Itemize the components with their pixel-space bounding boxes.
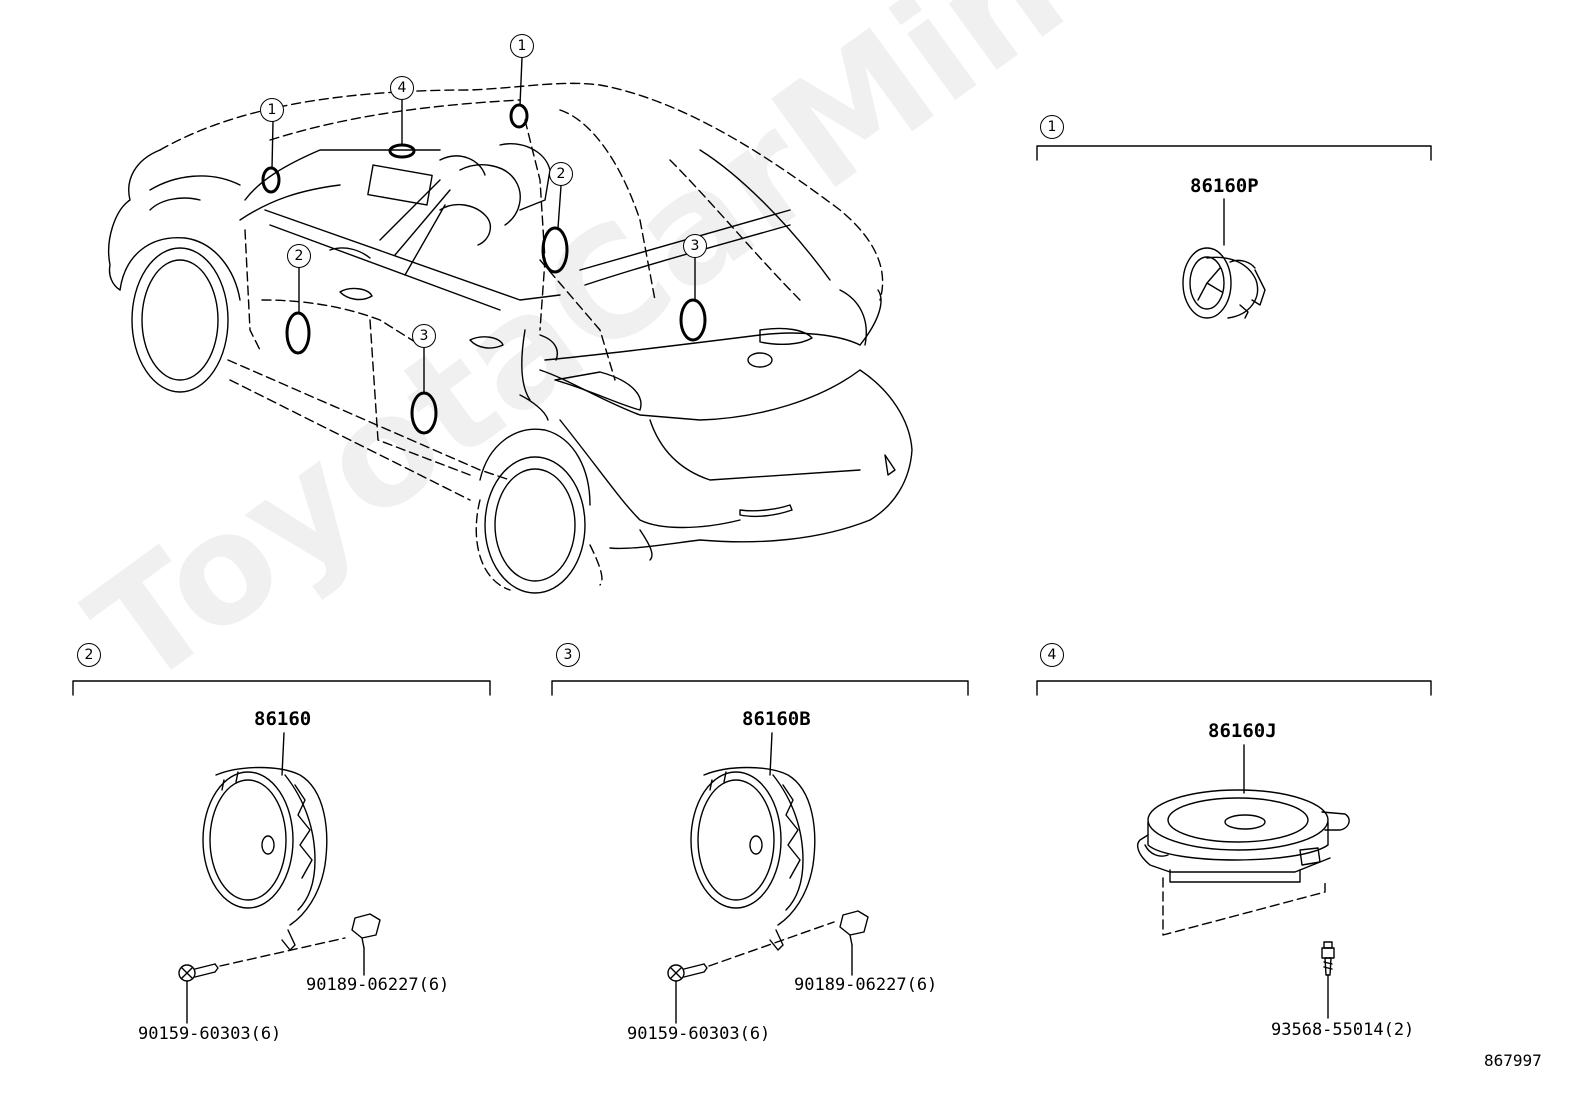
dash-speaker-drawing [1137,744,1350,1019]
callout-1-left: 1 [260,98,284,122]
drawing-id: 867997 [1484,1051,1542,1070]
callout-3-front: 3 [412,324,436,348]
clip-part-number: 90189-06227(6) [794,975,938,995]
part-number-86160B: 86160B [742,708,811,730]
car-illustration [108,57,913,594]
group-2-ref: 2 [77,643,101,667]
callout-3-rear: 3 [683,234,707,258]
group-3-ref: 3 [556,643,580,667]
clip-part-number: 90189-06227(6) [306,975,450,995]
part-number-86160: 86160 [254,708,312,730]
part-number-86160J: 86160J [1208,720,1277,742]
callout-4: 4 [390,76,414,100]
screw-part-number: 93568-55014(2) [1271,1020,1415,1040]
callout-1-right: 1 [510,34,534,58]
group-4-ref: 4 [1040,643,1064,667]
door-speaker-rear-drawing [667,732,869,1024]
group-brackets [72,145,1432,696]
group-1-ref: 1 [1040,115,1064,139]
part-number-86160P: 86160P [1190,175,1259,197]
bolt-part-number: 90159-60303(6) [627,1024,771,1044]
callout-2-front: 2 [287,244,311,268]
door-speaker-front-drawing [178,732,381,1024]
bolt-part-number: 90159-60303(6) [138,1024,282,1044]
callout-2-rear: 2 [549,162,573,186]
tweeter-drawing [1182,198,1266,319]
